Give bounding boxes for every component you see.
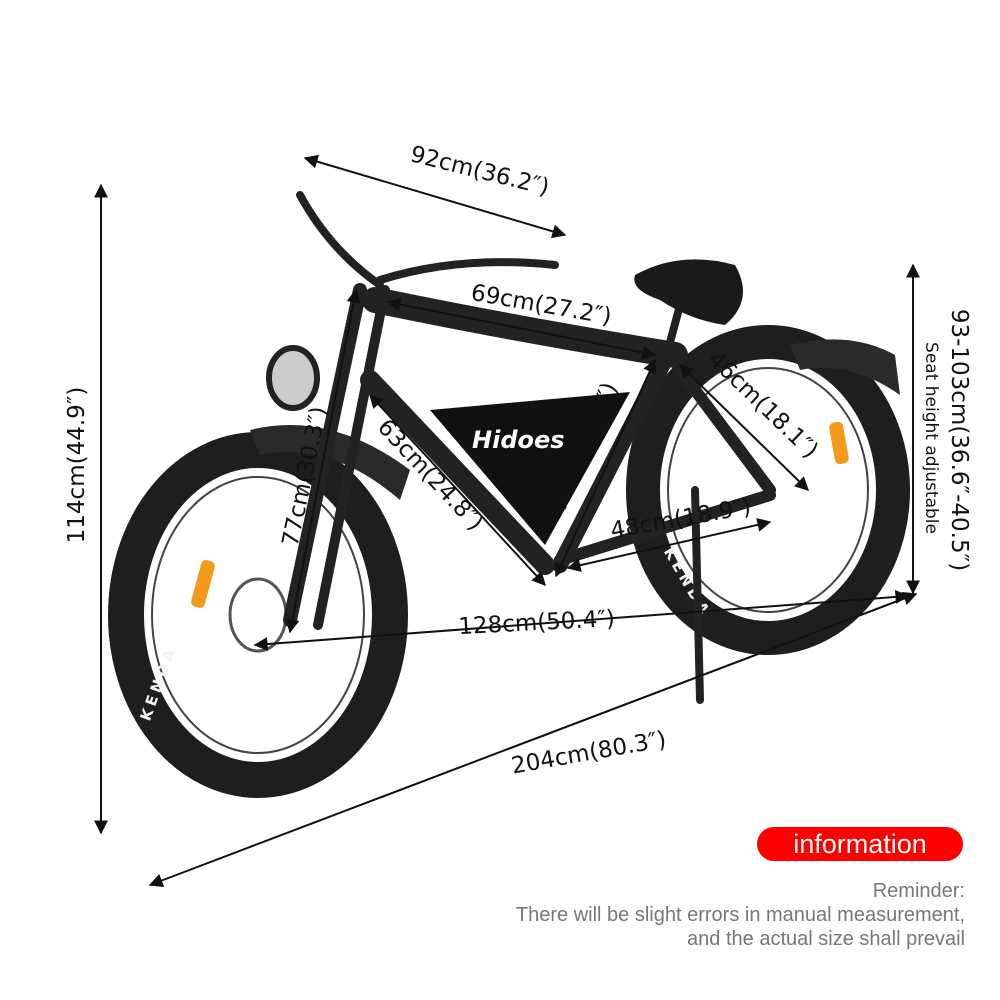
bike-illustration: KENDA KENDA Hidoes bbox=[108, 191, 910, 798]
reminder-line-1: There will be slight errors in manual me… bbox=[515, 904, 965, 926]
reminder-title: Reminder: bbox=[872, 880, 965, 902]
label-seat-height-note: Seat height adjustable bbox=[921, 342, 941, 534]
label-wheelbase: 128cm(50.4″) bbox=[458, 606, 616, 640]
dimension-lines bbox=[94, 154, 920, 888]
headlight bbox=[266, 345, 320, 411]
front-wheel: KENDA bbox=[108, 425, 410, 798]
label-overall-height: 114cm(44.9″) bbox=[64, 387, 90, 544]
label-overall-length: 204cm(80.3″) bbox=[509, 727, 668, 780]
label-handlebar-to-seat: 92cm(36.2″) bbox=[408, 141, 552, 201]
brand-logo: Hidoes bbox=[472, 426, 565, 454]
label-seat-height: 93-103cm(36.6″-40.5″) bbox=[946, 309, 972, 571]
information-badge: information bbox=[757, 827, 963, 861]
seat bbox=[634, 259, 743, 325]
reminder-line-2: and the actual size shall prevail bbox=[687, 928, 965, 950]
reminder-note: Reminder: There will be slight errors in… bbox=[516, 879, 965, 951]
